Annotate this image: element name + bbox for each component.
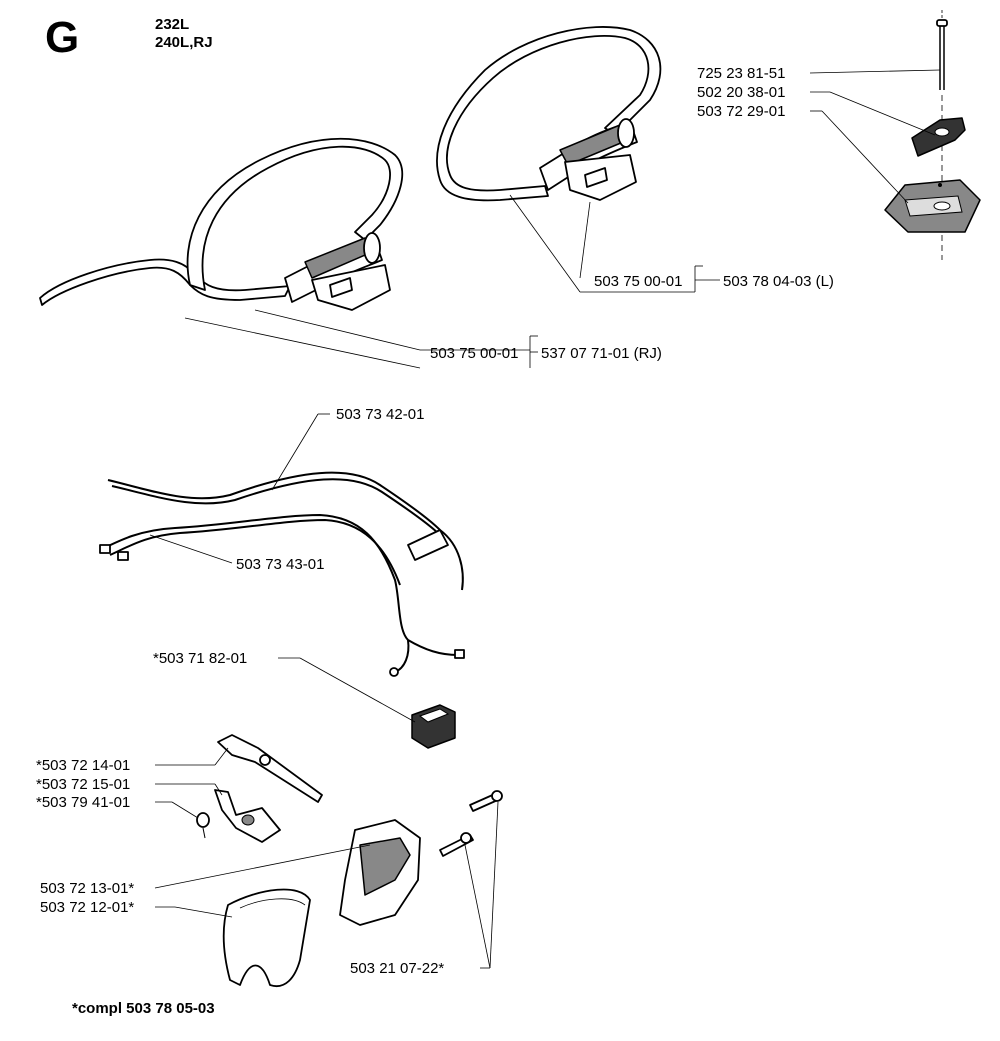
cables-drawing: [99, 471, 465, 677]
label-lockout: *503 72 15-01: [36, 776, 130, 793]
trigger-parts-drawing: [196, 734, 323, 843]
footnote: *compl 503 78 05-03: [72, 1000, 215, 1017]
housing-drawing: [222, 790, 503, 987]
label-knob: 502 20 38-01: [697, 84, 785, 101]
label-handle-rj: 537 07 71-01 (RJ): [541, 345, 662, 362]
model-label-2: 240L,RJ: [155, 34, 213, 51]
label-housing-right: 503 72 12-01*: [40, 899, 134, 916]
section-letter: G: [45, 13, 80, 62]
clamp-assembly-drawing: [884, 10, 981, 260]
label-spring: *503 79 41-01: [36, 794, 130, 811]
label-screw: 503 21 07-22*: [350, 960, 444, 977]
label-bolt: 725 23 81-51: [697, 65, 785, 82]
switch-drawing: [411, 704, 456, 749]
label-cable-2: 503 73 43-01: [236, 556, 324, 573]
label-clamp: 503 72 29-01: [697, 103, 785, 120]
label-switch: *503 71 82-01: [153, 650, 247, 667]
label-throttle: *503 72 14-01: [36, 757, 130, 774]
label-handle-l: 503 78 04-03 (L): [723, 273, 834, 290]
leader-lines: [149, 69, 941, 969]
model-label-1: 232L: [155, 16, 190, 33]
label-cable-1: 503 73 42-01: [336, 406, 424, 423]
loop-handle-rj-drawing: [39, 137, 404, 311]
label-handle-rj-sub: 503 75 00-01: [430, 345, 518, 362]
label-handle-l-sub: 503 75 00-01: [594, 273, 682, 290]
label-housing-left: 503 72 13-01*: [40, 880, 134, 897]
loop-handle-l-drawing: [436, 26, 662, 202]
